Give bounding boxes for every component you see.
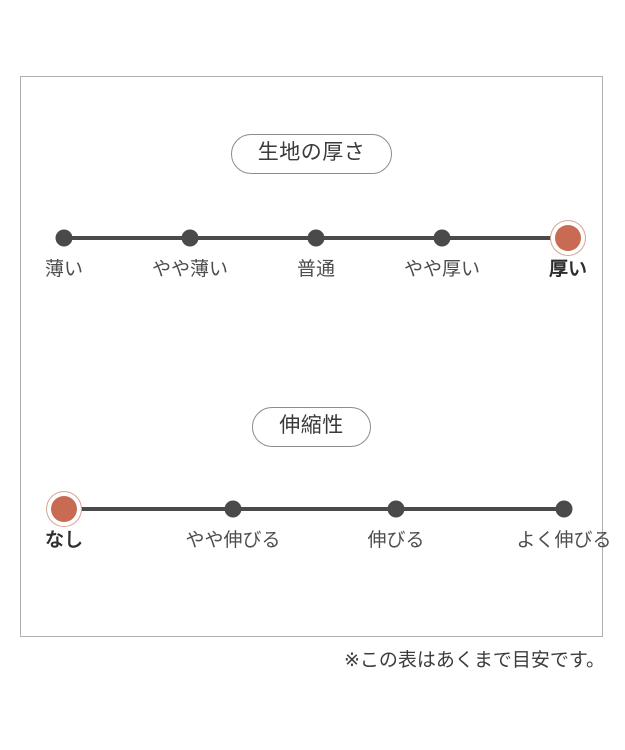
footnote-disclaimer: ※この表はあくまで目安です。 bbox=[343, 650, 605, 671]
stretchiness-label-2: 伸びる bbox=[367, 530, 425, 551]
fabric-thickness-label-0: 薄い bbox=[44, 259, 84, 280]
spec-card: 生地の厚さ 薄い やや薄い 普通 やや厚い 厚い 伸縮性 なし やや伸びる 伸び… bbox=[20, 76, 612, 637]
stretchiness-label-3: よく伸びる bbox=[516, 530, 612, 551]
fabric-thickness-node-4-selected[interactable] bbox=[555, 225, 581, 251]
stretchiness-track bbox=[64, 507, 564, 511]
fabric-thickness-scale: 薄い やや薄い 普通 やや厚い 厚い bbox=[21, 202, 602, 292]
fabric-thickness-label-2: 普通 bbox=[296, 259, 336, 280]
stretchiness-label-1: やや伸びる bbox=[185, 530, 281, 551]
stretchiness-node-0-selected[interactable] bbox=[51, 496, 77, 522]
fabric-thickness-label-1: やや薄い bbox=[151, 259, 229, 280]
fabric-thickness-node-0[interactable] bbox=[55, 229, 73, 247]
fabric-thickness-heading-row: 生地の厚さ bbox=[21, 134, 602, 175]
fabric-thickness-label-3: やや厚い bbox=[403, 259, 481, 280]
fabric-thickness-heading: 生地の厚さ bbox=[230, 134, 393, 175]
stretchiness-heading: 伸縮性 bbox=[252, 407, 371, 448]
fabric-thickness-node-3[interactable] bbox=[433, 229, 451, 247]
stretchiness-node-2[interactable] bbox=[387, 500, 405, 518]
fabric-thickness-node-1[interactable] bbox=[181, 229, 199, 247]
stretchiness-scale: なし やや伸びる 伸びる よく伸びる bbox=[21, 473, 612, 563]
fabric-thickness-label-4-selected: 厚い bbox=[548, 259, 588, 280]
stretchiness-node-3[interactable] bbox=[555, 500, 573, 518]
stretchiness-label-0-selected: なし bbox=[44, 530, 84, 551]
fabric-thickness-node-2[interactable] bbox=[307, 229, 325, 247]
stretchiness-heading-row: 伸縮性 bbox=[21, 407, 602, 448]
stretchiness-node-1[interactable] bbox=[224, 500, 242, 518]
